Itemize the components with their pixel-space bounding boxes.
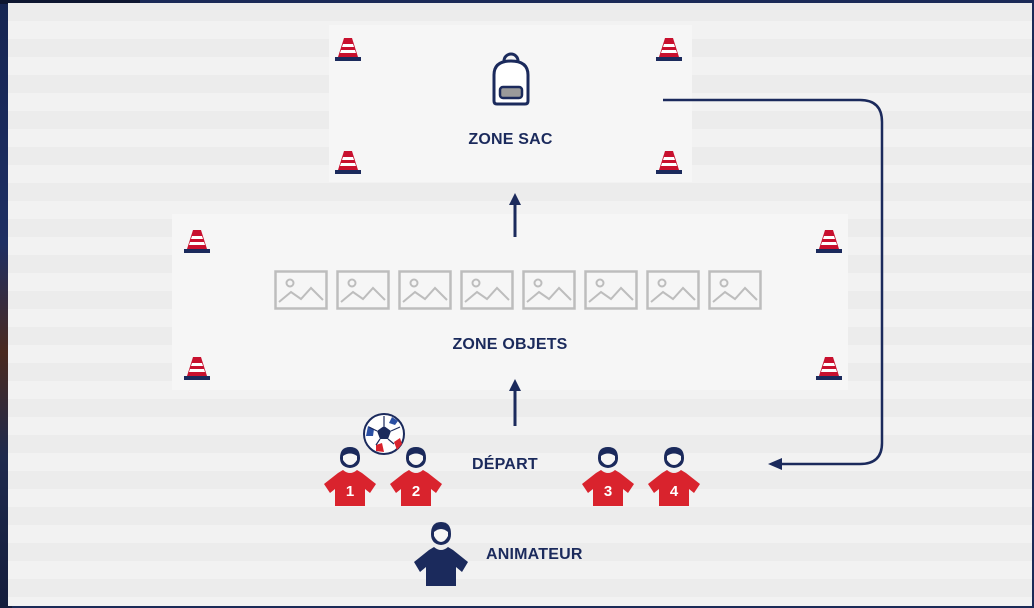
cone-icon xyxy=(184,230,210,253)
background-top-edge xyxy=(0,0,140,4)
cone-icon xyxy=(335,151,361,174)
cone-icon xyxy=(335,38,361,61)
arrow-icon xyxy=(509,193,521,237)
image-placeholder-icon xyxy=(274,270,328,310)
image-placeholder-icon xyxy=(460,270,514,310)
player-icon: 3 xyxy=(580,445,636,507)
cone-icon xyxy=(184,357,210,380)
image-placeholder-icon xyxy=(646,270,700,310)
animateur-label: ANIMATEUR xyxy=(486,546,583,563)
zone-sac-label: ZONE SAC xyxy=(468,131,553,148)
football-icon xyxy=(363,413,405,455)
player-icon: 4 xyxy=(646,445,702,507)
image-placeholder-icon xyxy=(708,270,762,310)
depart-label: DÉPART xyxy=(472,456,538,473)
training-field: ZONE SAC ZONE OBJETS 1 2 3 4 xyxy=(8,3,1032,606)
cone-icon xyxy=(656,151,682,174)
zone-sac: ZONE SAC xyxy=(329,25,692,182)
zone-objets: ZONE OBJETS xyxy=(172,214,848,390)
object-placeholders xyxy=(274,270,764,310)
cone-icon xyxy=(816,357,842,380)
player-number: 1 xyxy=(345,483,355,500)
player-number: 3 xyxy=(603,483,613,500)
image-placeholder-icon xyxy=(522,270,576,310)
cone-icon xyxy=(816,230,842,253)
image-placeholder-icon xyxy=(584,270,638,310)
player-number: 2 xyxy=(411,483,421,500)
animator-icon xyxy=(414,522,468,586)
arrows-layer xyxy=(509,98,884,470)
player-number: 4 xyxy=(669,483,679,500)
backpack-icon xyxy=(492,52,530,106)
player-icon: 2 xyxy=(388,445,444,507)
return-arrow-icon xyxy=(663,98,884,470)
image-placeholder-icon xyxy=(398,270,452,310)
image-placeholder-icon xyxy=(336,270,390,310)
cone-icon xyxy=(656,38,682,61)
arrow-icon xyxy=(509,379,521,426)
zone-objets-label: ZONE OBJETS xyxy=(452,336,568,353)
player-icon: 1 xyxy=(322,445,378,507)
